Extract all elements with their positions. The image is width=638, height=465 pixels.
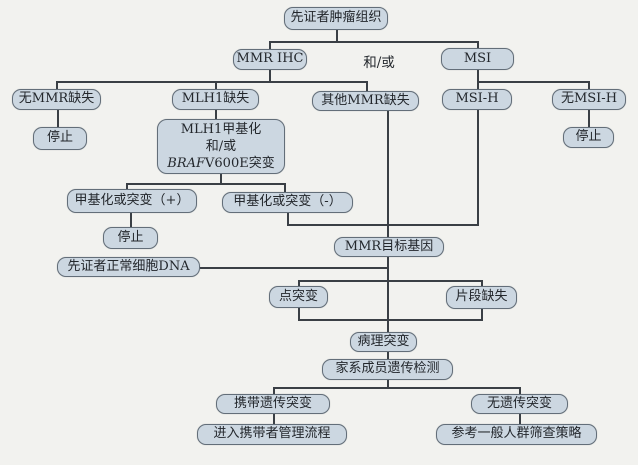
connector-line [287,224,479,226]
node-mmr-target-gene: MMR目标基因 [334,237,444,257]
node-mmr-ihc: MMR IHC [233,49,307,70]
node-stop-after-no-msi-h: 停止 [563,127,614,148]
node-line: BRAFV600E突变 [167,156,275,171]
connector-line [519,387,521,395]
node-line: MLH1甲基化 [180,122,262,137]
node-proband-normal-cell-dna: 先证者正常细胞DNA [57,257,200,277]
connector-line [336,30,338,42]
connector-line [481,309,483,320]
node-stop-after-methylation-positive: 停止 [103,227,158,249]
node-proband-tumor-tissue: 先证者肿瘤组织 [284,7,388,30]
connector-line [298,280,300,287]
node-msi: MSI [441,48,514,70]
connector-line [481,280,483,287]
connector-line [477,70,479,90]
connector-line [588,110,590,128]
connector-line [126,183,128,190]
node-no-msi-h: 无MSI-H [552,89,626,110]
node-methylation-or-mutation-positive: 甲基化或突变（+） [67,189,197,213]
node-mlh1-loss: MLH1缺失 [172,89,259,110]
node-no-inherited-mutation: 无遗传突变 [471,394,568,414]
connector-line [298,280,483,282]
connector-line [269,41,271,50]
node-no-mmr-loss: 无MMR缺失 [12,89,101,110]
connector-line [56,81,58,90]
connector-line [287,213,289,225]
node-msi-h: MSI-H [442,89,512,110]
connector-line [215,81,217,90]
connector-line [387,380,389,388]
connector-line [220,174,222,184]
node-other-mmr-loss: 其他MMR缺失 [312,91,419,111]
connector-line [387,111,389,237]
connector-line [200,267,388,269]
connector-line [273,387,275,395]
node-carries-inherited-mutation: 携带遗传突变 [216,394,330,414]
connector-line [57,110,59,128]
connector-line [588,81,590,90]
and-or-label: 和/或 [363,55,395,71]
connector-line [273,387,521,389]
connector-line [519,414,521,425]
connector-line [366,81,368,92]
connector-line [477,110,479,225]
node-enter-carrier-management: 进入携带者管理流程 [197,424,347,445]
connector-line [298,319,483,321]
connector-line [298,308,300,320]
node-point-mutation: 点突变 [269,286,328,308]
node-fragment-deletion: 片段缺失 [446,286,517,309]
connector-line [130,213,132,228]
node-stop-after-no-mmr-loss: 停止 [33,127,87,150]
connector-line [273,414,275,425]
node-mlh1-methylation-braf: MLH1甲基化和/或 BRAFV600E突变 [157,119,285,174]
node-pathogenic-mutation: 病理突变 [350,332,417,352]
connector-line [477,41,479,49]
connector-line [387,352,389,360]
connector-line [387,257,389,332]
connector-line [269,70,271,82]
node-family-member-genetic-testing: 家系成员遗传检测 [322,359,453,380]
connector-line [284,183,286,193]
node-general-population-screening: 参考一般人群筛查策略 [436,424,597,445]
connector-line [269,41,479,43]
connector-line [56,81,368,83]
connector-line [477,81,590,83]
node-methylation-or-mutation-negative: 甲基化或突变（-） [222,192,353,213]
node-line: 和/或 [205,139,237,154]
connector-line [215,110,217,120]
connector-line [126,183,286,185]
